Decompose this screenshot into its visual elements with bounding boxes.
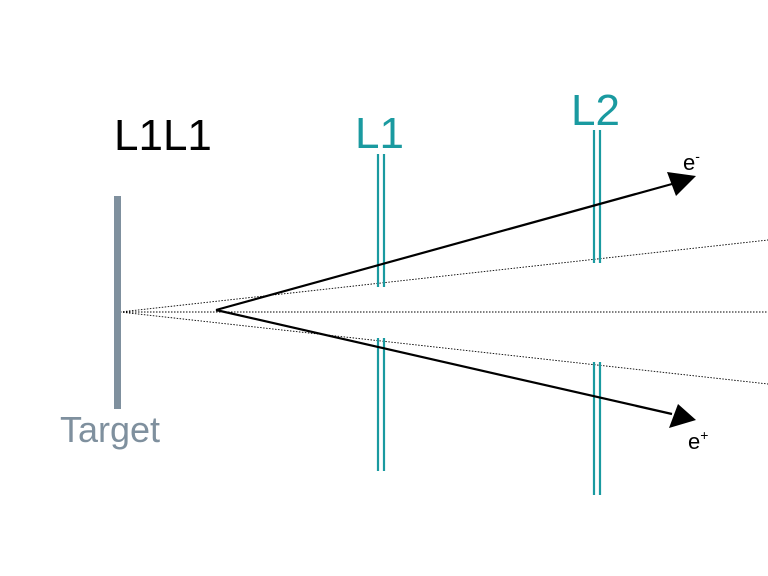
positron-symbol: e [688,429,700,454]
electron-charge: - [695,148,700,164]
layer1-bottom-sensor [376,338,386,471]
positron-track [215,308,696,428]
layer2-bottom-sensor [592,362,602,495]
target-bar [114,196,121,409]
layer2-top-sensor [592,130,602,263]
positron-label: e+ [688,427,708,454]
electron-label: e- [683,148,700,175]
layer1-label: L1 [355,109,404,158]
positron-arrowhead [669,404,696,428]
positron-charge: + [700,427,708,443]
dotted-lower-line [119,311,768,385]
dotted-upper-line [119,239,768,313]
layer2-label: L2 [571,86,620,135]
title-label: L1L1 [114,111,212,160]
target-label: Target [60,409,160,450]
electron-arrowhead [667,172,696,196]
electron-track [215,172,696,312]
layer1-top-sensor [376,154,386,287]
electron-symbol: e [683,150,695,175]
